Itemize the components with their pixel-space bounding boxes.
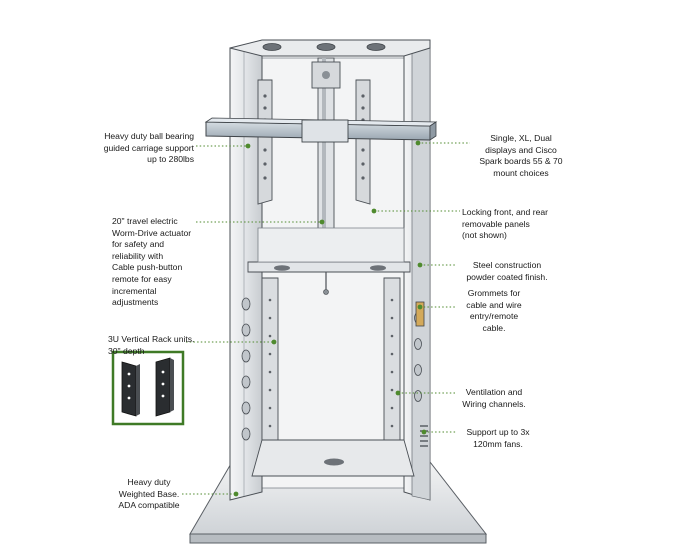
callout-grommets: Grommets for cable and wire entry/remote… (466, 288, 522, 333)
bottom-tray (251, 439, 415, 477)
display-mount-bracket-icon (257, 79, 371, 205)
carriage-crossbar (204, 117, 438, 143)
callout-fans: Support up to 3x 120mm fans. (466, 427, 530, 449)
shelf-grommet-hole (274, 265, 290, 271)
top-cap (229, 39, 431, 57)
top-grommet-hole (316, 43, 336, 51)
top-grommet-hole (262, 43, 282, 51)
callout-ball-bearing: Heavy duty ball bearing guided carriage … (103, 131, 194, 165)
shelf-grommet-hole (370, 265, 386, 271)
rack-rail-icon (261, 277, 401, 457)
leader-dots (233, 140, 427, 497)
callout-steel: Steel construction powder coated finish. (466, 260, 548, 282)
callout-panels: Locking front, and rear removable panels… (462, 207, 548, 241)
callout-actuator: 20" travel electric Worm-Drive actuator … (112, 216, 192, 308)
rack-unit-inset (111, 350, 185, 426)
leader-lines (182, 142, 470, 495)
callout-display-mounts: Single, XL, Dual displays and Cisco Spar… (479, 133, 563, 178)
callout-weighted-base: Heavy duty Weighted Base. ADA compatible (118, 477, 180, 511)
callout-rack-units: 3U Vertical Rack units. 30" depth (108, 334, 195, 356)
middle-shelf (247, 227, 411, 295)
callout-ventilation: Ventilation and Wiring channels. (462, 387, 526, 409)
top-grommet-hole (366, 43, 386, 51)
remote-box (415, 301, 425, 327)
